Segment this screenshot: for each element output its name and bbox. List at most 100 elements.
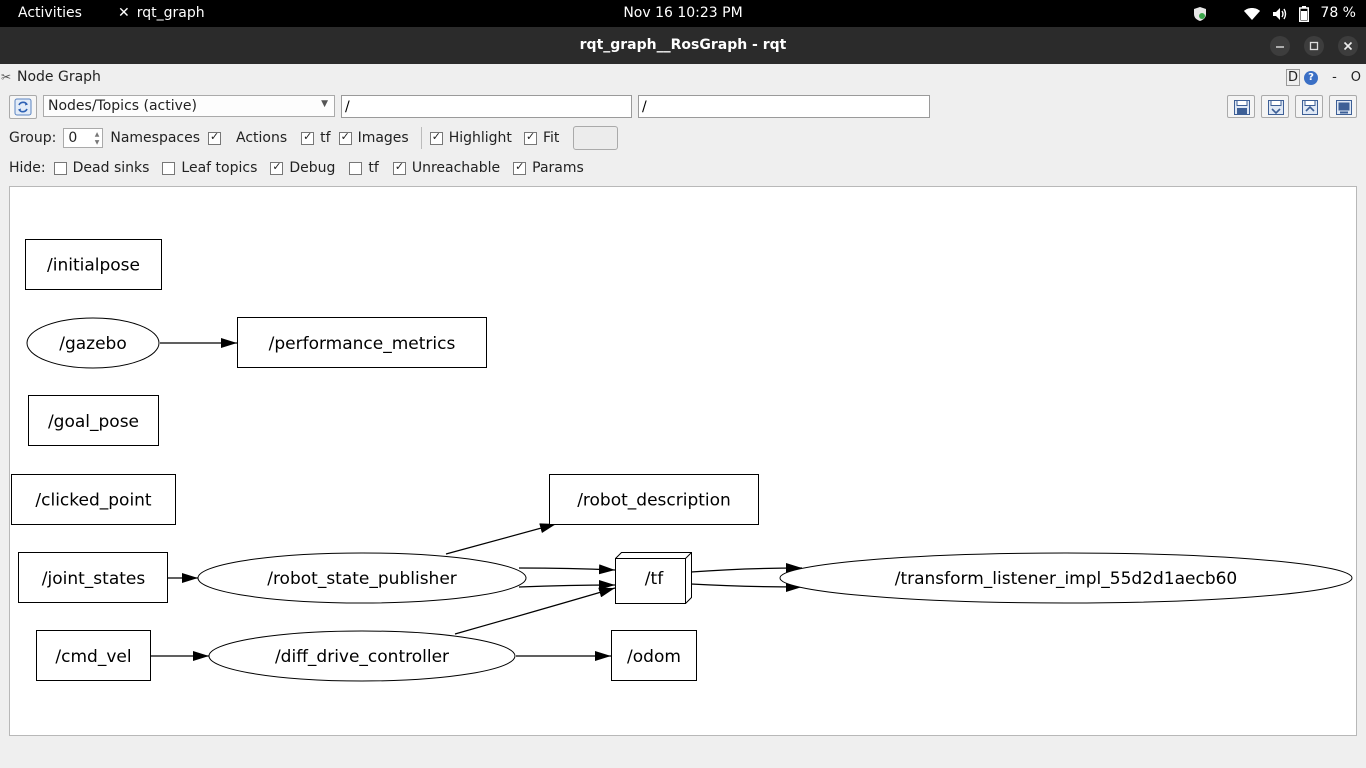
topic-initialpose[interactable]: /initialpose — [25, 239, 162, 290]
hide-row: Hide: Dead sinks Leaf topics Debug tf Un… — [9, 158, 596, 178]
node-diff-drive-controller-label: /diff_drive_controller — [275, 647, 449, 667]
activities-button[interactable]: Activities — [18, 5, 82, 21]
window-title-bar[interactable]: rqt_graph__RosGraph - rqt — [0, 27, 1366, 64]
dock-tools-icon: ✂ — [1, 70, 12, 84]
volume-icon — [1273, 7, 1287, 20]
unreachable-option[interactable]: Unreachable — [392, 160, 501, 176]
topic-tf-label: /tf — [645, 569, 664, 589]
tf-hide-checkbox[interactable] — [349, 161, 363, 175]
close-icon — [1343, 41, 1353, 51]
spin-down-icon[interactable]: ▼ — [94, 139, 100, 146]
app-menu[interactable]: ✕rqt_graph — [118, 5, 205, 22]
images-label: Images — [357, 130, 409, 146]
unreachable-label: Unreachable — [411, 160, 501, 176]
topic-odom[interactable]: /odom — [611, 630, 697, 681]
hide-label: Hide: — [9, 160, 46, 176]
actions-option[interactable]: Actions — [236, 130, 287, 146]
topic-robot-description-label: /robot_description — [577, 491, 731, 511]
minimize-button[interactable] — [1270, 36, 1290, 56]
node-gazebo[interactable]: /gazebo — [26, 317, 160, 369]
topic-cmd-vel-label: /cmd_vel — [55, 647, 131, 667]
namespaces-checkbox[interactable] — [208, 130, 222, 145]
save-svg-icon — [1302, 100, 1318, 115]
maximize-button[interactable] — [1304, 36, 1324, 56]
namespaces-label: Namespaces — [110, 130, 201, 146]
shield-icon — [1194, 6, 1207, 21]
actions-label: Actions — [236, 130, 288, 146]
debug-label: Debug — [289, 160, 336, 176]
node-transform-listener[interactable]: /transform_listener_impl_55d2d1aecb60 — [779, 552, 1353, 604]
topic-tf[interactable]: /tf — [615, 552, 692, 604]
group-spinbox[interactable]: 0 ▲ ▼ — [63, 128, 104, 148]
topic-joint-states[interactable]: /joint_states — [18, 552, 168, 603]
dock-minimize-button[interactable]: - — [1332, 70, 1337, 85]
clock[interactable]: Nov 16 10:23 PM — [623, 5, 743, 21]
ros-graph[interactable]: /initialpose /performance_metrics /goal_… — [9, 186, 1357, 736]
images-checkbox[interactable] — [338, 130, 352, 145]
refresh-button[interactable] — [9, 95, 37, 119]
edge-robot-state-publisher-robot-description — [445, 523, 557, 555]
battery-icon — [1299, 5, 1310, 22]
topic-joint-states-label: /joint_states — [42, 569, 146, 589]
graph-view[interactable]: /initialpose /performance_metrics /goal_… — [9, 186, 1357, 736]
topic-goal-pose[interactable]: /goal_pose — [28, 395, 159, 446]
node-transform-listener-label: /transform_listener_impl_55d2d1aecb60 — [895, 569, 1238, 589]
topic-clicked-point-label: /clicked_point — [35, 491, 152, 511]
node-diff-drive-controller[interactable]: /diff_drive_controller — [208, 630, 516, 682]
save-dot-button[interactable] — [1261, 95, 1289, 118]
unreachable-checkbox[interactable] — [392, 160, 406, 175]
tf-group-checkbox[interactable] — [301, 130, 315, 145]
topic-cmd-vel[interactable]: /cmd_vel — [36, 630, 151, 681]
node-robot-state-publisher[interactable]: /robot_state_publisher — [197, 552, 527, 604]
edge-tf-transform-listener-a — [690, 563, 803, 574]
dock-d-button[interactable]: D — [1286, 69, 1301, 86]
graph-type-select[interactable]: Nodes/Topics (active) ▼ — [43, 95, 335, 117]
highlight-label: Highlight — [448, 130, 512, 146]
system-top-bar: Activities ✕rqt_graph Nov 16 10:23 PM 78… — [0, 0, 1366, 27]
minimize-icon — [1276, 46, 1284, 48]
tf-hide-label: tf — [368, 160, 379, 176]
topic-performance-metrics[interactable]: /performance_metrics — [237, 317, 487, 368]
edge-robot-state-publisher-tf-b — [518, 580, 616, 591]
highlight-checkbox[interactable] — [429, 130, 443, 145]
fit-label: Fit — [542, 130, 560, 146]
topic-robot-description[interactable]: /robot_description — [549, 474, 759, 525]
dead-sinks-checkbox[interactable] — [53, 161, 67, 175]
leaf-topics-checkbox[interactable] — [162, 161, 176, 175]
options-row: Group: 0 ▲ ▼ Namespaces Actions tf Image… — [9, 126, 619, 150]
dock-title: Node Graph — [17, 69, 101, 85]
load-dot-button[interactable] — [1227, 95, 1255, 118]
save-svg-button[interactable] — [1295, 95, 1323, 118]
spin-up-icon[interactable]: ▲ — [94, 131, 100, 138]
namespaces-option[interactable]: Namespaces — [110, 130, 227, 146]
debug-option[interactable]: Debug — [270, 160, 335, 176]
namespace-filter-input[interactable] — [341, 95, 632, 118]
topic-filter-input[interactable] — [638, 95, 930, 118]
node-gazebo-label: /gazebo — [59, 334, 127, 354]
fit-option[interactable]: Fit — [523, 130, 560, 146]
save-dot-icon — [1268, 100, 1284, 115]
save-image-icon — [1336, 100, 1352, 115]
edge-tf-transform-listener-b — [690, 581, 803, 592]
close-button[interactable] — [1338, 36, 1358, 56]
topic-clicked-point[interactable]: /clicked_point — [11, 474, 176, 525]
fit-in-view-button[interactable] — [573, 126, 619, 150]
leaf-topics-option[interactable]: Leaf topics — [162, 160, 257, 176]
params-checkbox[interactable] — [513, 160, 527, 175]
tf-group-option[interactable]: tf — [301, 130, 331, 146]
dead-sinks-option[interactable]: Dead sinks — [53, 160, 149, 176]
restore-icon — [1309, 41, 1319, 51]
fit-checkbox[interactable] — [523, 130, 537, 145]
tf-hide-option[interactable]: tf — [349, 160, 379, 176]
images-option[interactable]: Images — [338, 130, 409, 146]
system-tray[interactable]: 78 % — [1193, 5, 1356, 22]
dock-controls: D ? - O — [1286, 69, 1361, 86]
help-icon[interactable]: ? — [1304, 70, 1319, 85]
save-image-button[interactable] — [1329, 95, 1357, 118]
dock-close-button[interactable]: O — [1350, 70, 1361, 85]
params-option[interactable]: Params — [513, 160, 584, 176]
highlight-option[interactable]: Highlight — [429, 130, 512, 146]
tf-group-label: tf — [320, 130, 331, 146]
debug-checkbox[interactable] — [270, 160, 284, 175]
app-menu-label: rqt_graph — [136, 5, 205, 21]
